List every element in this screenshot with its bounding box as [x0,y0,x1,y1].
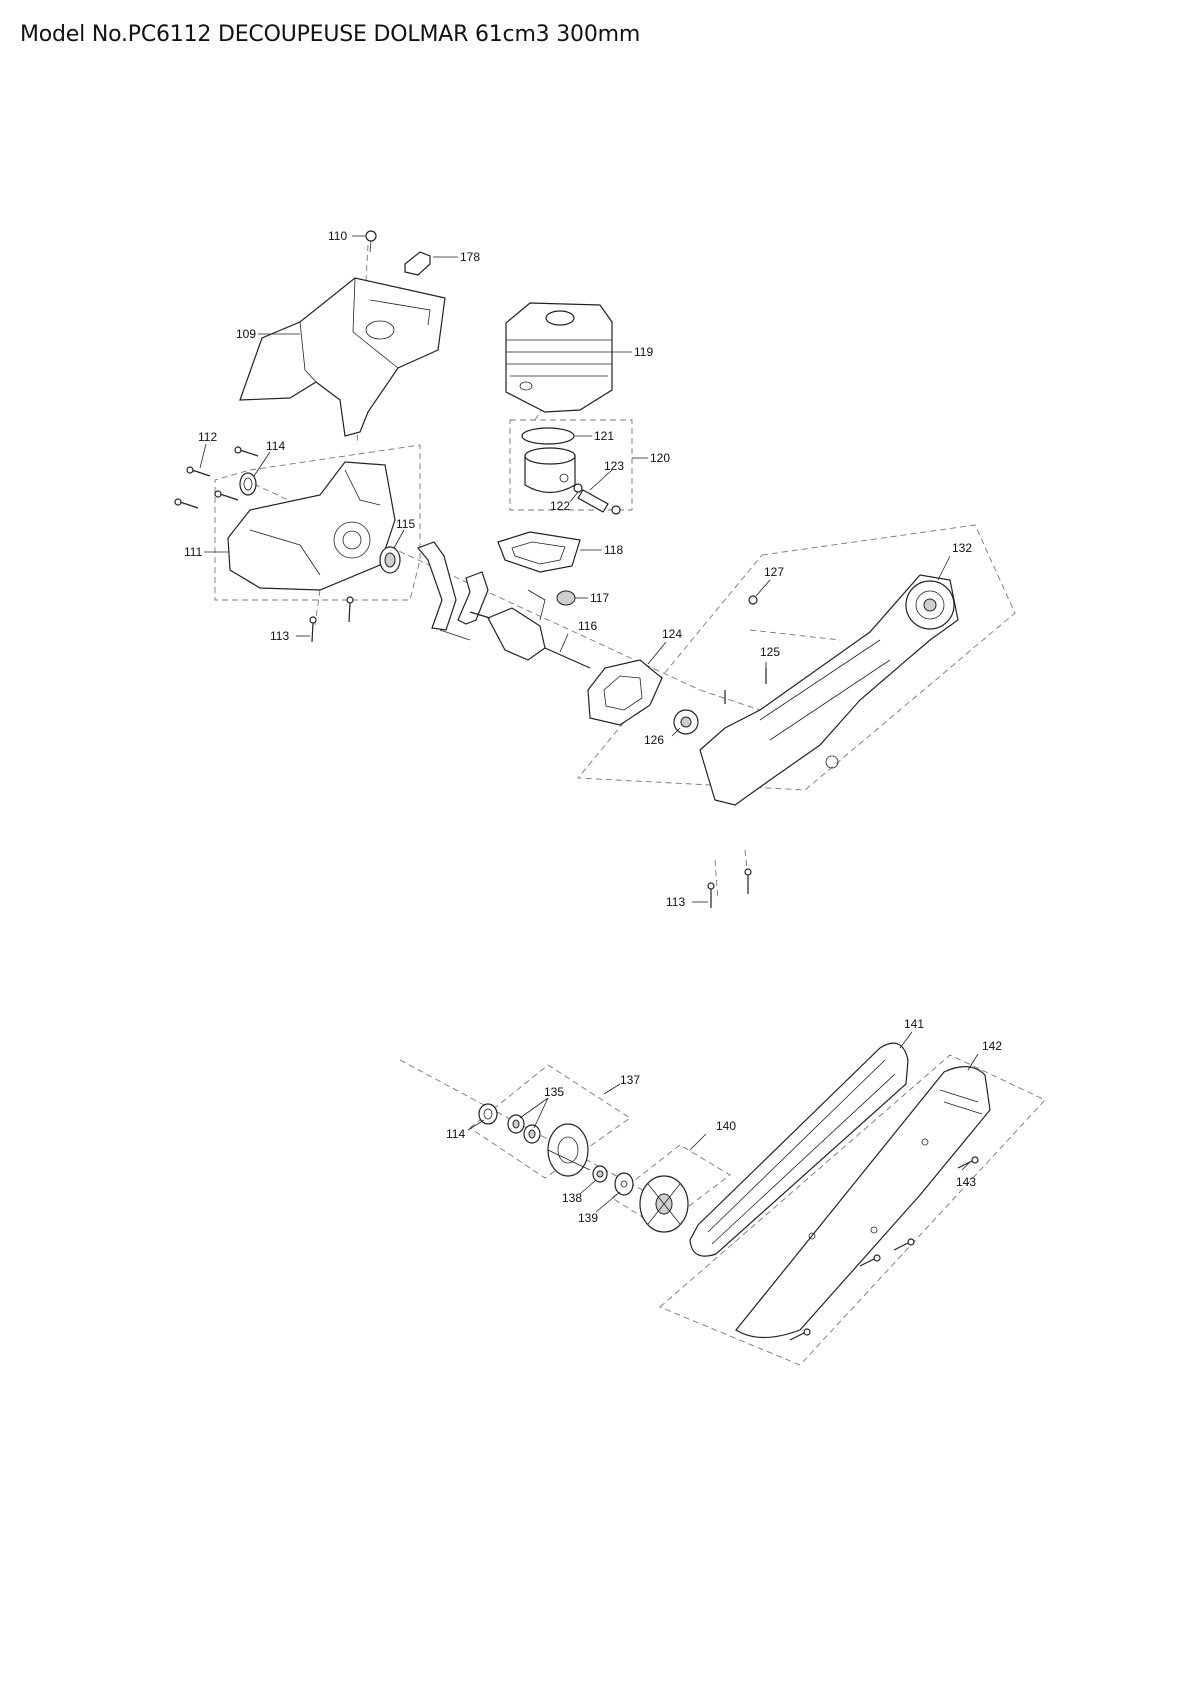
part-140-clutch [639,1175,689,1233]
callout-120: 120 [650,451,670,465]
part-115-bearing [379,546,401,574]
part-109-top-cover [239,277,446,437]
part-116-crankshaft [469,589,591,669]
part-119-cylinder [505,302,613,413]
callout-110: 110 [328,229,347,243]
part-125-pins [724,668,767,704]
callout-109: 109 [236,327,256,341]
part-118-gasket [497,531,581,573]
callout-118: 118 [604,543,623,557]
callout-116: 116 [578,619,597,633]
part-138-bearing [592,1165,608,1183]
callout-113-right: 113 [666,895,685,909]
callout-labels: 110 178 109 119 121 120 123 122 112 114 … [184,229,1002,1225]
part-113-bolts-left [309,596,354,643]
callout-127: 127 [764,565,784,579]
callout-114-lower: 114 [446,1127,465,1141]
callout-125: 125 [760,645,780,659]
callout-178: 178 [460,250,480,264]
callout-111: 111 [184,545,203,559]
part-110-screw [365,230,377,253]
part-112-bolts [174,446,259,509]
part-141-belt [689,1042,909,1257]
callout-117: 117 [590,591,609,605]
part-113-bolts-right [707,868,752,908]
part-114-washer [478,1103,498,1125]
part-120-piston [524,447,576,494]
arm-group-box [577,524,1016,791]
part-142-belt-guard [735,1066,991,1339]
part-114-seal [239,472,257,496]
part-124-gasket [587,659,663,726]
callout-142: 142 [982,1039,1002,1053]
callout-141: 141 [904,1017,924,1031]
callout-140: 140 [716,1119,736,1133]
part-intake-manifold [416,541,489,641]
guard-group-box [659,1054,1046,1366]
callout-132: 132 [952,541,972,555]
callout-138: 138 [562,1191,582,1205]
callout-122: 122 [550,499,570,513]
part-123-piston-pin [577,489,609,513]
callout-113-left: 113 [270,629,289,643]
part-137-clutch-drum [547,1123,591,1177]
part-143-screws [789,1156,979,1341]
part-122-circlip [573,483,621,515]
part-111-crankcase [227,461,396,591]
part-135-bearings [507,1114,541,1144]
piston-group-box [509,419,633,511]
callout-139: 139 [578,1211,598,1225]
crankcase-group-box [214,444,421,601]
callout-137: 137 [620,1073,640,1087]
part-132-cutting-arm [699,574,959,806]
callout-119: 119 [634,345,653,359]
callout-126: 126 [644,733,664,747]
callout-143: 143 [956,1175,976,1189]
callout-123: 123 [604,459,624,473]
callout-112: 112 [198,430,217,444]
clutch-drum-group-box [469,1064,631,1179]
callout-124: 124 [662,627,682,641]
part-139-washer [614,1172,634,1196]
part-178-clip [404,251,431,276]
callout-115: 115 [396,517,415,531]
page-title: Model No.PC6112 DECOUPEUSE DOLMAR 61cm3 … [20,22,641,47]
part-127-screw [748,595,758,605]
callout-121: 121 [594,429,614,443]
part-117-needle-bearing [556,590,576,606]
leader-lines [199,235,979,1213]
callout-114-upper: 114 [266,439,285,453]
callout-135: 135 [544,1085,564,1099]
part-121-piston-ring [521,427,575,445]
